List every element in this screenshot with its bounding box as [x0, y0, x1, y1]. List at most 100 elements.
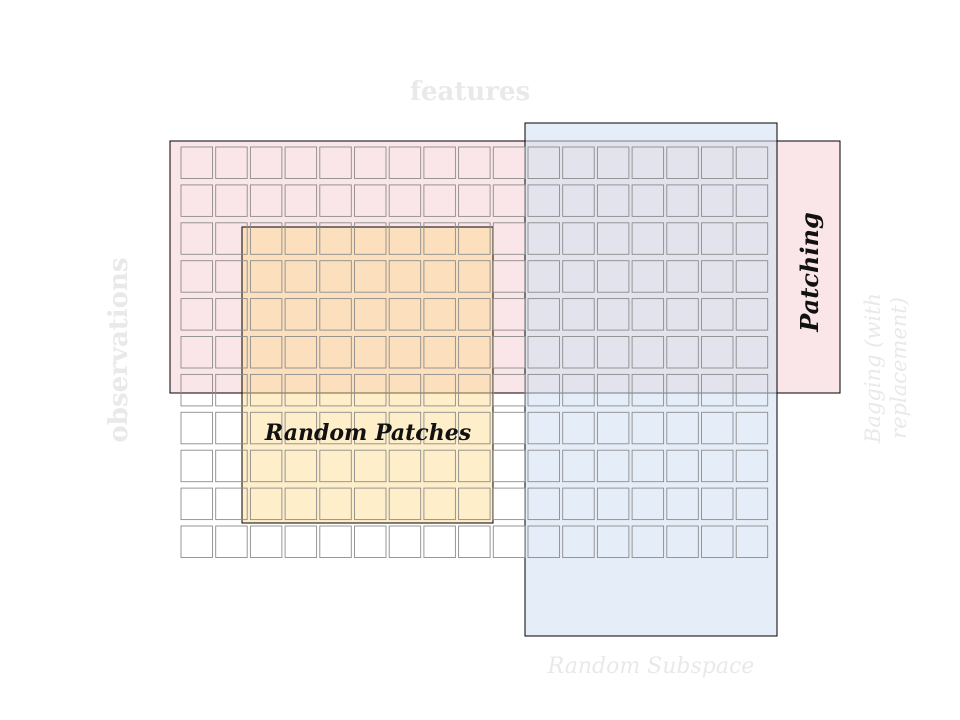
grid-cell [596, 222, 630, 255]
grid-cell [215, 449, 248, 483]
grid-cell [492, 373, 526, 407]
grid-cell [249, 487, 283, 521]
grid-cell [354, 336, 387, 369]
grid-cell [249, 373, 283, 407]
grid-cell [249, 184, 283, 217]
grid-cell [388, 260, 422, 293]
grid-cell [631, 298, 665, 331]
grid-cell [423, 336, 456, 369]
grid-cell [215, 336, 248, 369]
grid-cell [735, 449, 769, 483]
grid-cell [596, 373, 630, 407]
grid-cell [215, 373, 248, 407]
grid-cell [354, 222, 387, 255]
random-patches-label: Random Patches [264, 420, 471, 446]
grid-cell [666, 146, 699, 179]
grid-cell [701, 222, 734, 255]
grid-cell [596, 449, 630, 483]
grid-cell [666, 373, 699, 407]
grid-cell [666, 298, 699, 331]
grid-cell [388, 373, 422, 407]
grid-cell [423, 222, 456, 255]
grid-cell [319, 184, 352, 217]
grid-cell [354, 260, 387, 293]
grid-cell [319, 260, 352, 293]
grid-cell [492, 260, 526, 293]
grid-cell [249, 260, 283, 293]
grid-cell [562, 222, 595, 255]
grid-cell [701, 487, 734, 521]
grid-cell [666, 184, 699, 217]
grid-cell [388, 184, 422, 217]
grid-cell [735, 525, 769, 558]
grid-cell [492, 525, 526, 558]
grid-cell [284, 373, 318, 407]
grid-cell [527, 260, 560, 293]
grid-cell [492, 411, 526, 445]
grid-cell [388, 525, 422, 558]
grid-cell [735, 184, 769, 217]
grid-cell [354, 373, 387, 407]
grid-cell [423, 525, 456, 558]
grid-cell [666, 525, 699, 558]
grid-cell [527, 184, 560, 217]
grid-cell [180, 298, 213, 331]
grid-cell [701, 184, 734, 217]
grid-cell [701, 298, 734, 331]
grid-cell [458, 184, 491, 217]
grid-cell [596, 184, 630, 217]
grid-cell [631, 222, 665, 255]
grid-cell [631, 336, 665, 369]
bagging-label-line2: replacement) [887, 297, 911, 439]
grid-cell [423, 260, 456, 293]
grid-cell [180, 146, 213, 179]
grid-cell [701, 146, 734, 179]
grid-cell [388, 222, 422, 255]
grid-cell [249, 336, 283, 369]
grid-cell [596, 298, 630, 331]
grid-cell [666, 449, 699, 483]
grid-cell [215, 184, 248, 217]
grid-cell [596, 411, 630, 445]
grid-cell [666, 222, 699, 255]
grid-cell [562, 146, 595, 179]
grid-cell [562, 298, 595, 331]
grid-cell [319, 146, 352, 179]
grid-cell [180, 487, 213, 521]
grid-cell [458, 146, 491, 179]
grid-cell [735, 411, 769, 445]
grid-cell [666, 411, 699, 445]
grid-cell [388, 146, 422, 179]
grid-cell [562, 487, 595, 521]
grid-cell [388, 336, 422, 369]
grid-cell [284, 525, 318, 558]
grid-cell [388, 298, 422, 331]
grid-cell [596, 146, 630, 179]
grid-cell [631, 411, 665, 445]
grid-cell [458, 222, 491, 255]
random-patches-region [241, 226, 494, 524]
grid-cell [423, 449, 456, 483]
grid-cell [527, 487, 560, 521]
grid-cell [215, 146, 248, 179]
grid-cell [562, 411, 595, 445]
grid-cell [423, 146, 456, 179]
grid-cell [735, 373, 769, 407]
grid-cell [180, 336, 213, 369]
grid-cell [735, 146, 769, 179]
grid-cell [180, 525, 213, 558]
grid-cell [388, 411, 422, 445]
grid-cell [631, 260, 665, 293]
grid-cell [388, 449, 422, 483]
grid-cell [319, 298, 352, 331]
grid-cell [527, 525, 560, 558]
grid-cell [492, 222, 526, 255]
grid-cell [562, 260, 595, 293]
grid-cell [631, 146, 665, 179]
grid-cell [527, 222, 560, 255]
grid-cell [458, 449, 491, 483]
grid-cell [458, 298, 491, 331]
grid-cell [319, 222, 352, 255]
grid-cell [701, 260, 734, 293]
grid-cell [319, 373, 352, 407]
